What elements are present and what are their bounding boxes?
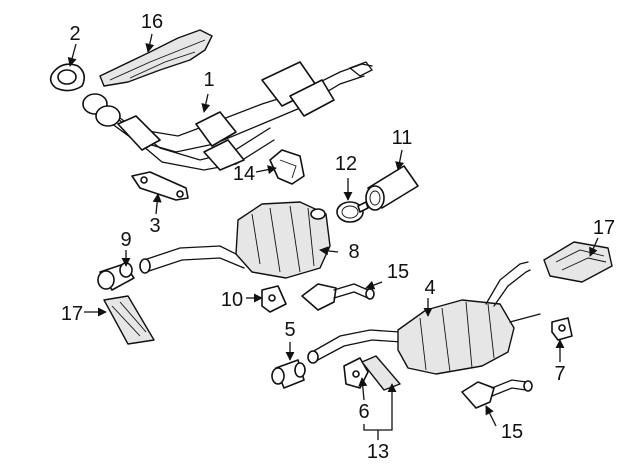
callout-10: 10: [221, 289, 243, 311]
callout-13: 13: [367, 441, 389, 463]
part-17-heat-shield: [543, 241, 613, 283]
callout-15-lower: 15: [501, 421, 523, 443]
callout-8: 8: [348, 241, 359, 263]
callout-11: 11: [392, 127, 413, 149]
leader-lines: [67, 33, 599, 440]
callout-4: 4: [424, 277, 435, 299]
callout-2: 2: [69, 23, 80, 45]
callout-14: 14: [233, 163, 255, 185]
part-13-shield: [361, 355, 401, 391]
part-1-front-pipe-converters: [82, 61, 373, 171]
part-11-tailpipe-tip: [365, 165, 419, 211]
callout-16: 16: [141, 11, 163, 33]
callout-9: 9: [120, 229, 131, 251]
callout-6: 6: [358, 401, 369, 423]
part-7-hanger: [551, 317, 573, 341]
part-18-heat-shield: [103, 295, 155, 345]
part-16-heat-shield: [99, 29, 213, 87]
part-14-hanger-bracket: [269, 149, 305, 185]
part-12-clamp: [336, 201, 369, 223]
callout-3: 3: [149, 215, 160, 237]
part-3-bracket: [131, 171, 189, 201]
callout-15-upper: 15: [387, 261, 409, 283]
callout-5: 5: [284, 319, 295, 341]
callout-17: 17: [593, 217, 615, 239]
part-5-bushing: [271, 359, 306, 389]
callout-1: 1: [203, 69, 214, 91]
callout-7: 7: [554, 363, 565, 385]
part-10-hanger: [261, 285, 287, 313]
part-9-hanger: [97, 262, 135, 291]
callout-12: 12: [335, 153, 357, 175]
part-8-rear-muffler: [139, 201, 331, 279]
part-2-gasket: [49, 63, 86, 92]
part-15-bracket-upper: [301, 283, 375, 311]
callout-18: 17: [61, 303, 83, 325]
part-15-bracket-lower: [461, 379, 533, 409]
part-4-center-muffler: [307, 261, 541, 375]
callout-labels: 2 16 1 3 14 12 11 8 9 17 10 15 4 5 7 15 …: [61, 11, 615, 463]
